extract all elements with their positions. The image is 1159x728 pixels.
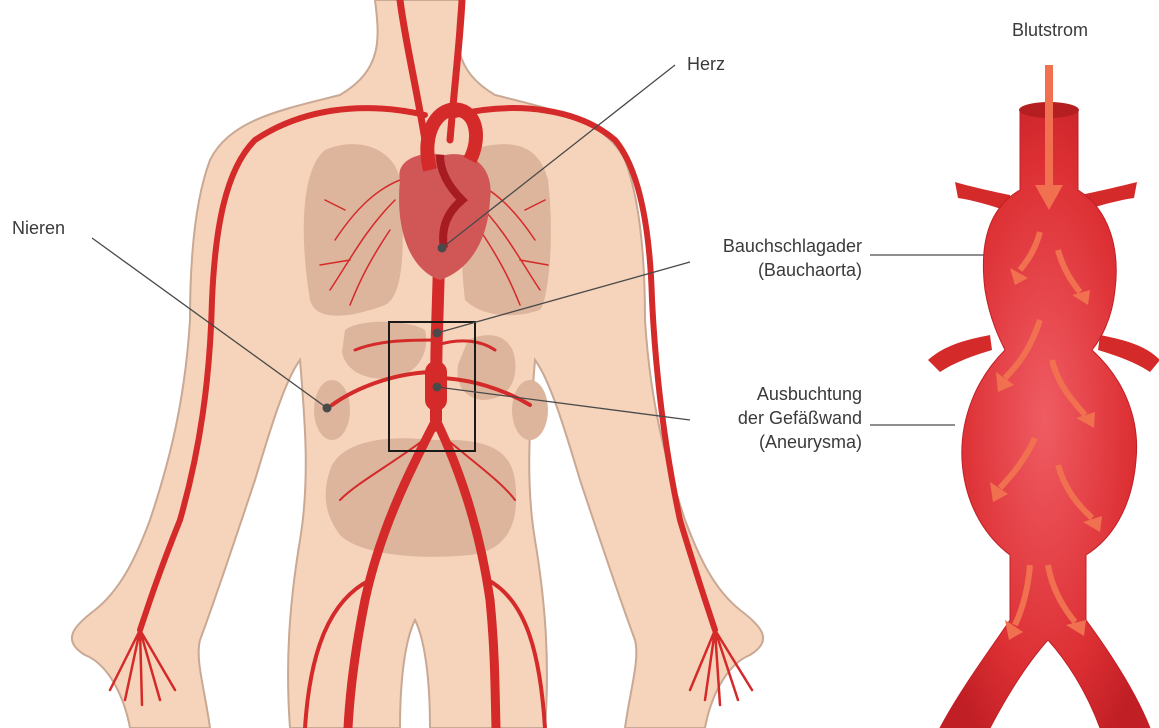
label-gefaesswand-text: der Gefäßwand <box>690 406 862 430</box>
label-aneurysma-text: (Aneurysma) <box>690 430 862 454</box>
lung-left <box>304 144 403 316</box>
label-bauchschlagader: Bauchschlagader (Bauchaorta) <box>690 234 862 282</box>
label-nieren: Nieren <box>12 216 65 240</box>
kidney-left <box>314 380 350 440</box>
label-nieren-text: Nieren <box>12 216 65 240</box>
dot-bauchschlagader <box>433 329 442 338</box>
dot-aneurysma <box>433 383 442 392</box>
kidney-right <box>512 380 548 440</box>
aneurysm-detail <box>928 65 1159 728</box>
dot-nieren <box>323 404 332 413</box>
label-bauchschlagader-text: Bauchschlagader <box>690 234 862 258</box>
label-bauchaorta-text: (Bauchaorta) <box>690 258 862 282</box>
dot-herz <box>438 244 447 253</box>
branch-mid-left <box>928 335 992 372</box>
label-blutstrom: Blutstrom <box>1000 18 1100 42</box>
label-herz-text: Herz <box>687 52 725 76</box>
label-ausbuchtung-text: Ausbuchtung <box>690 382 862 406</box>
label-blutstrom-text: Blutstrom <box>1000 18 1100 42</box>
label-herz: Herz <box>687 52 725 76</box>
label-ausbuchtung: Ausbuchtung der Gefäßwand (Aneurysma) <box>690 382 862 454</box>
